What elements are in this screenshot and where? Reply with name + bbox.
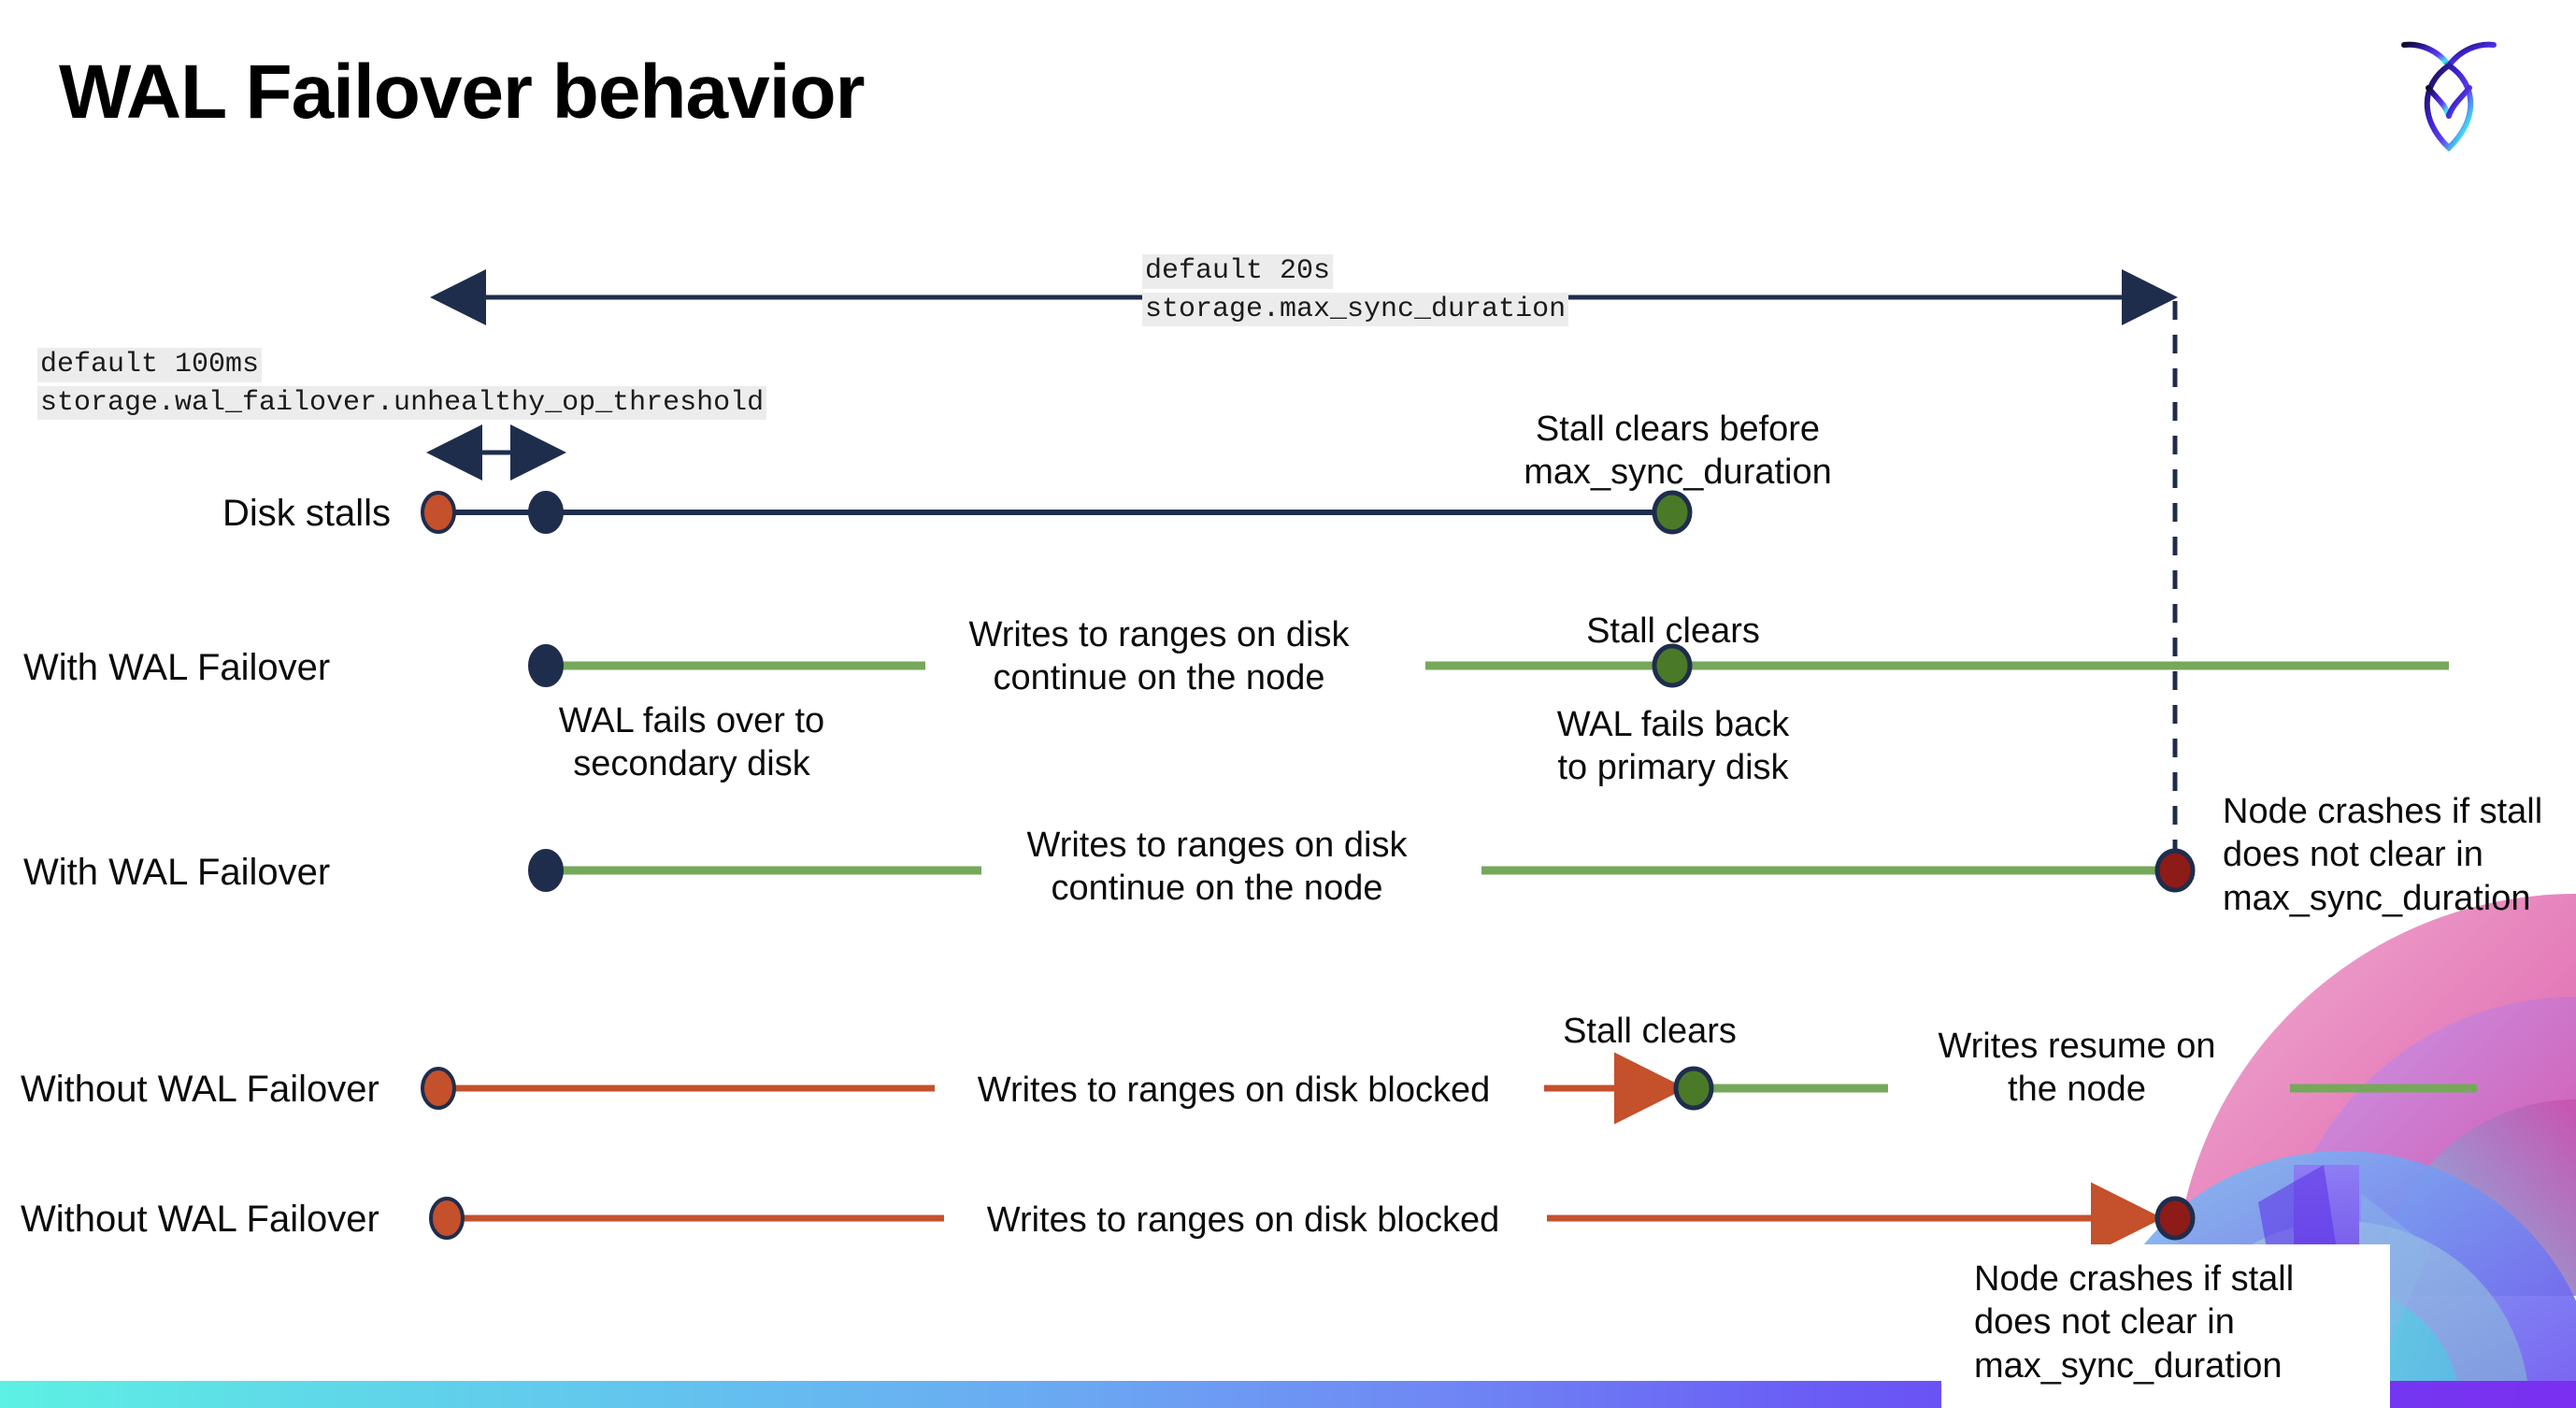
row-without-wal-failover-crashes-track	[429, 1182, 2196, 1255]
annotation-writes-continue-row3: Writes to ranges on disk continue on the…	[1026, 826, 1408, 909]
annotation-stall-clears-row2: Stall clears	[1586, 611, 1760, 651]
unhealthy-op-threshold-default-label: default 100ms	[37, 348, 263, 382]
page-title: WAL Failover behavior	[59, 50, 866, 135]
row-label-disk-stalls: Disk stalls	[222, 493, 392, 534]
row-label-without-wal-failover-1: Without WAL Failover	[21, 1069, 379, 1110]
max-sync-duration-setting-name: storage.max_sync_duration	[1142, 292, 1569, 327]
max-sync-duration-setting-chip: default 20s storage.max_sync_duration	[1142, 254, 1569, 330]
annotation-writes-resume-on-the-node: Writes resume on the node	[1938, 1027, 2216, 1110]
marker-stall-start	[429, 1197, 465, 1240]
annotation-writes-continue-row2: Writes to ranges on disk continue on the…	[968, 615, 1350, 698]
marker-node-crash	[2154, 848, 2196, 893]
cockroachdb-logo-icon	[2393, 30, 2505, 161]
marker-failover-trigger	[528, 491, 564, 534]
unhealthy-op-threshold-setting-chip: default 100ms storage.wal_failover.unhea…	[37, 348, 767, 424]
annotation-wal-fails-back-to-primary-disk: WAL fails back to primary disk	[1556, 705, 1790, 788]
row-with-wal-failover-recovers-track	[528, 643, 2449, 688]
annotation-wal-fails-over-to-secondary-disk: WAL fails over to secondary disk	[558, 701, 825, 784]
annotation-writes-blocked-row4: Writes to ranges on disk blocked	[977, 1070, 1491, 1110]
row-label-with-wal-failover-2: With WAL Failover	[23, 852, 331, 893]
row-with-wal-failover-crashes-track	[528, 848, 2196, 893]
annotation-stall-clears-row4: Stall clears	[1563, 1012, 1737, 1051]
marker-stall-start	[421, 491, 456, 534]
annotation-node-crashes-row3: Node crashes if stall does not clear in …	[2223, 792, 2543, 918]
row-label-without-wal-failover-2: Without WAL Failover	[21, 1199, 379, 1240]
unhealthy-op-threshold-setting-name: storage.wal_failover.unhealthy_op_thresh…	[37, 385, 767, 421]
annotation-writes-blocked-row5: Writes to ranges on disk blocked	[986, 1200, 1500, 1240]
marker-failover-to-secondary	[528, 644, 564, 687]
marker-stall-clears	[1652, 643, 1693, 688]
annotation-node-crashes-row5: Node crashes if stall does not clear in …	[1974, 1259, 2295, 1386]
max-sync-duration-default-label: default 20s	[1142, 254, 1334, 289]
row-disk-stalls-track	[421, 490, 1693, 535]
marker-stall-start	[421, 1067, 456, 1110]
marker-stall-clears	[1673, 1066, 1714, 1111]
marker-node-crash	[2154, 1196, 2196, 1241]
marker-failover-to-secondary	[528, 849, 564, 892]
node-crash-note-card: Node crashes if stall does not clear in …	[1941, 1244, 2390, 1408]
marker-stall-clears	[1652, 490, 1693, 535]
annotation-stall-clears-before-max-sync-duration: Stall clears before max_sync_duration	[1524, 409, 1832, 493]
row-without-wal-failover-recovers-track	[421, 1052, 2477, 1125]
row-label-with-wal-failover-1: With WAL Failover	[23, 647, 331, 688]
